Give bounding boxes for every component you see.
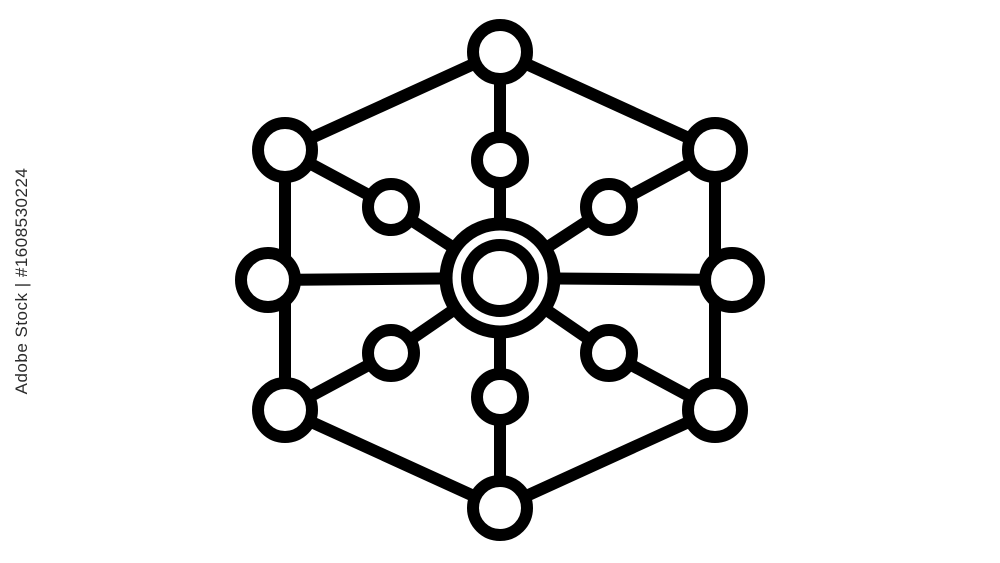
- outer-node-circle: [235, 247, 301, 313]
- outer-node-circle: [699, 247, 765, 313]
- node-inner-upper-right: [580, 178, 638, 236]
- diagram-nodes: [235, 19, 765, 541]
- node-lower-right: [682, 377, 748, 443]
- edge-upper-left-top: [279, 46, 506, 156]
- hub-inner-ring: [461, 239, 539, 317]
- node-upper-left: [252, 117, 318, 183]
- node-upper-right: [682, 117, 748, 183]
- inner-node-circle: [580, 324, 638, 382]
- inner-node-circle: [471, 131, 529, 189]
- node-top: [467, 19, 533, 85]
- edge-bottom-lower-left: [279, 404, 506, 514]
- node-right: [699, 247, 765, 313]
- node-left: [235, 247, 301, 313]
- inner-node-circle: [362, 324, 420, 382]
- outer-node-circle: [467, 19, 533, 85]
- edge-lower-right-bottom: [494, 404, 721, 514]
- stock-id-text: Adobe Stock | #1608530224: [12, 167, 31, 395]
- inner-node-circle: [580, 178, 638, 236]
- outer-node-circle: [252, 117, 318, 183]
- node-inner-top: [471, 131, 529, 189]
- node-inner-bottom: [471, 368, 529, 426]
- inner-node-circle: [362, 178, 420, 236]
- outer-node-circle: [682, 117, 748, 183]
- node-bottom: [467, 475, 533, 541]
- inner-node-circle: [471, 368, 529, 426]
- edge-top-upper-right: [494, 46, 721, 156]
- node-center: [439, 217, 561, 339]
- node-lower-left: [252, 377, 318, 443]
- node-inner-lower-left: [362, 324, 420, 382]
- node-inner-upper-left: [362, 178, 420, 236]
- outer-node-circle: [467, 475, 533, 541]
- outer-node-circle: [252, 377, 318, 443]
- node-inner-lower-right: [580, 324, 638, 382]
- outer-node-circle: [682, 377, 748, 443]
